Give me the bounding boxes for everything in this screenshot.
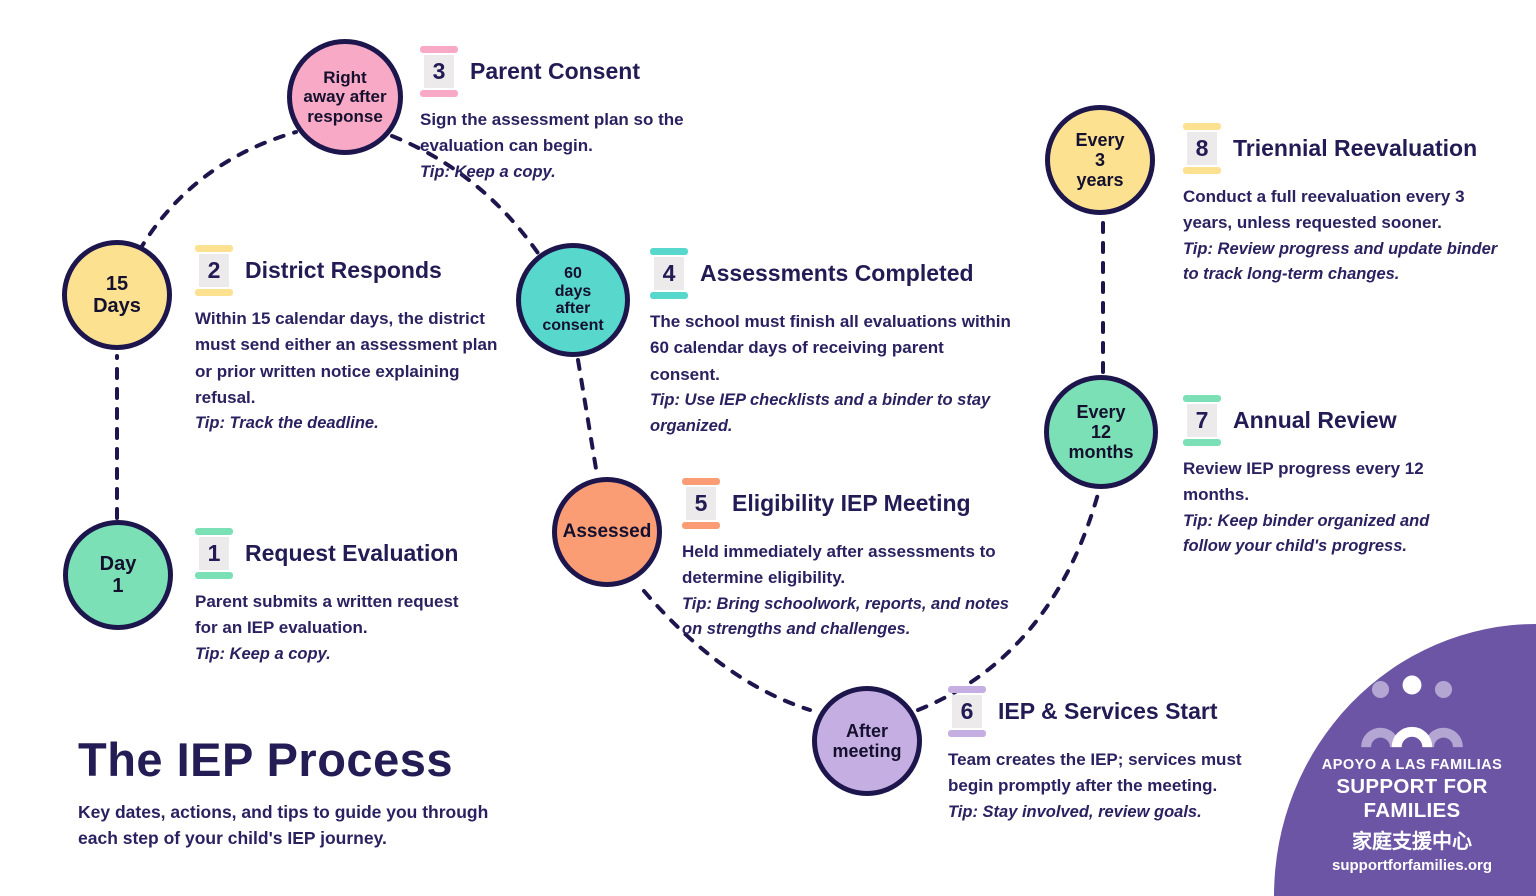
badge-bar: [650, 292, 688, 299]
step-request-evaluation: 1 Request Evaluation Parent submits a wr…: [195, 528, 475, 667]
badge-bar: [1183, 395, 1221, 402]
step-1-heading: 1 Request Evaluation: [195, 528, 475, 579]
step-5-description: Held immediately after assessments to de…: [682, 542, 996, 588]
step-1-number: 1: [199, 537, 229, 570]
step-2-description: Within 15 calendar days, the district mu…: [195, 309, 498, 408]
step-4-number-badge: 4: [650, 248, 688, 299]
step-2-heading: 2 District Responds: [195, 245, 510, 296]
circle-15-days-label: 15 Days: [93, 272, 141, 317]
badge-bar: [650, 248, 688, 255]
badge-bar: [682, 478, 720, 485]
badge-bar: [420, 90, 458, 97]
step-1-title: Request Evaluation: [245, 540, 459, 566]
step-5-tip: Tip: Bring schoolwork, reports, and note…: [682, 594, 1009, 639]
circle-assessed-label: Assessed: [562, 521, 652, 543]
circle-assessed: Assessed: [552, 477, 662, 587]
step-1-number-badge: 1: [195, 528, 233, 579]
step-3-number: 3: [424, 55, 454, 88]
step-7-heading: 7 Annual Review: [1183, 395, 1433, 446]
step-triennial-reevaluation: 8 Triennial Reevaluation Conduct a full …: [1183, 123, 1513, 288]
step-8-number: 8: [1187, 132, 1217, 165]
step-8-title: Triennial Reevaluation: [1233, 135, 1478, 161]
badge-bar: [195, 572, 233, 579]
step-4-heading: 4 Assessments Completed: [650, 248, 1015, 299]
step-district-responds: 2 District Responds Within 15 calendar d…: [195, 245, 510, 437]
step-4-title: Assessments Completed: [700, 260, 974, 286]
step-5-number-badge: 5: [682, 478, 720, 529]
step-6-tip: Tip: Stay involved, review goals.: [948, 802, 1202, 821]
page-title: The IEP Process: [78, 733, 453, 786]
title-block: The IEP Process Key dates, actions, and …: [78, 732, 548, 852]
circle-every-12-months-label: Every 12 months: [1068, 401, 1134, 463]
step-7-title: Annual Review: [1233, 407, 1397, 433]
step-6-number-badge: 6: [948, 686, 986, 737]
step-7-tip: Tip: Keep binder organized and follow yo…: [1183, 511, 1430, 556]
step-2-number-badge: 2: [195, 245, 233, 296]
circle-right-away-label: Right away after response: [303, 68, 387, 126]
step-iep-services-start: 6 IEP & Services Start Team creates the …: [948, 686, 1258, 825]
circle-after-meeting: After meeting: [812, 686, 922, 796]
badge-bar: [420, 46, 458, 53]
circle-60-days-label: 60 days after consent: [542, 265, 604, 335]
step-8-heading: 8 Triennial Reevaluation: [1183, 123, 1513, 174]
step-4-description: The school must finish all evaluations w…: [650, 312, 1011, 384]
step-3-title: Parent Consent: [470, 58, 640, 84]
badge-bar: [1183, 123, 1221, 130]
support-for-families-logo-corner: APOYO A LAS FAMILIAS SUPPORT FOR FAMILIE…: [1274, 624, 1536, 896]
step-4-tip: Tip: Use IEP checklists and a binder to …: [650, 391, 991, 435]
connector-60days-assessed: [576, 358, 599, 477]
step-8-description: Conduct a full reevaluation every 3 year…: [1183, 187, 1465, 233]
families-people-icon: [1361, 675, 1463, 748]
step-3-heading: 3 Parent Consent: [420, 46, 710, 97]
step-eligibility-iep-meeting: 5 Eligibility IEP Meeting Held immediate…: [682, 478, 1027, 643]
step-6-heading: 6 IEP & Services Start: [948, 686, 1258, 737]
step-5-title: Eligibility IEP Meeting: [732, 490, 971, 516]
step-2-number: 2: [199, 254, 229, 287]
step-2-tip: Tip: Track the deadline.: [195, 414, 379, 433]
badge-bar: [195, 528, 233, 535]
step-3-tip: Tip: Keep a copy.: [420, 162, 556, 181]
badge-bar: [195, 245, 233, 252]
circle-right-away: Right away after response: [287, 39, 403, 155]
step-8-tip: Tip: Review progress and update binder t…: [1183, 239, 1498, 284]
step-2-title: District Responds: [245, 257, 442, 283]
step-1-tip: Tip: Keep a copy.: [195, 644, 331, 663]
step-4-number: 4: [654, 257, 684, 290]
circle-every-3-years-label: Every 3 years: [1075, 129, 1125, 191]
step-8-number-badge: 8: [1183, 123, 1221, 174]
badge-bar: [195, 289, 233, 296]
badge-bar: [1183, 167, 1221, 174]
badge-bar: [948, 730, 986, 737]
badge-bar: [682, 522, 720, 529]
circle-60-days: 60 days after consent: [516, 243, 630, 357]
circle-15-days: 15 Days: [62, 240, 172, 350]
step-7-number: 7: [1187, 404, 1217, 437]
logo-org-name: SUPPORT FOR FAMILIES: [1336, 775, 1488, 822]
step-6-title: IEP & Services Start: [998, 698, 1218, 724]
step-assessments-completed: 4 Assessments Completed The school must …: [650, 248, 1015, 439]
circle-day-1: Day 1: [63, 520, 173, 630]
step-5-number: 5: [686, 487, 716, 520]
step-7-description: Review IEP progress every 12 months.: [1183, 459, 1424, 505]
badge-bar: [1183, 439, 1221, 446]
step-parent-consent: 3 Parent Consent Sign the assessment pla…: [420, 46, 710, 185]
step-6-description: Team creates the IEP; services must begi…: [948, 750, 1242, 796]
step-3-description: Sign the assessment plan so the evaluati…: [420, 110, 684, 156]
step-annual-review: 7 Annual Review Review IEP progress ever…: [1183, 395, 1433, 560]
connector-15days-rightaway: [137, 130, 298, 253]
circle-every-3-years: Every 3 years: [1045, 105, 1155, 215]
circle-day-1-label: Day 1: [99, 552, 137, 597]
logo-chinese-name: 家庭支援中心: [1352, 831, 1472, 853]
step-5-heading: 5 Eligibility IEP Meeting: [682, 478, 1027, 529]
step-3-number-badge: 3: [420, 46, 458, 97]
step-1-description: Parent submits a written request for an …: [195, 592, 459, 638]
circle-after-meeting-label: After meeting: [832, 720, 902, 761]
circle-every-12-months: Every 12 months: [1044, 375, 1158, 489]
step-7-number-badge: 7: [1183, 395, 1221, 446]
step-6-number: 6: [952, 695, 982, 728]
logo-apoyo-text: APOYO A LAS FAMILIAS: [1321, 757, 1503, 773]
page-subtitle: Key dates, actions, and tips to guide yo…: [78, 802, 489, 849]
badge-bar: [948, 686, 986, 693]
logo-website-url[interactable]: supportforfamilies.org: [1331, 857, 1492, 874]
